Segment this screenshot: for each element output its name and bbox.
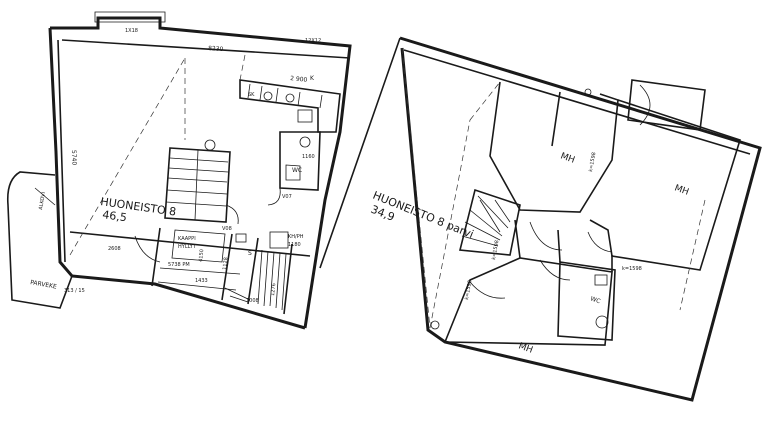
dim-1276: 1276 [270, 283, 277, 296]
dim-1160: 1160 [302, 154, 315, 160]
code-k1598-a: k=1598 [588, 152, 597, 173]
code-k1598-d: k=1598 [491, 240, 500, 261]
code-v07: V07 [282, 194, 292, 200]
dim-1433: 1433 [195, 278, 208, 284]
left-floor-plan [6, 11, 352, 330]
dim-4150: 4150 [198, 249, 205, 262]
right-plan-labels: HUONEISTO 8 parvi 34,9 MH MH MH WC k=159… [369, 151, 690, 355]
room-mh-2: MH [673, 183, 690, 197]
left-apartment-area: 46,5 [102, 208, 128, 224]
dim-1180: 1180 [288, 242, 301, 248]
label-kh: KH/PH [288, 234, 304, 240]
code-sk: SK [248, 92, 255, 98]
dim-1128: 1128 [222, 257, 229, 270]
label-hyllyt: HYLLYT [178, 244, 197, 250]
left-plan-labels: HUONEISTO 8 46,5 PARVEKE 8230 2 900 K 57… [30, 28, 322, 304]
right-label-wc: WC [589, 295, 601, 305]
code-313-15: 313 / 15 [64, 288, 85, 294]
label-kaappi: KAAPPI [178, 236, 196, 242]
label-wc: WC [292, 167, 302, 174]
dim-5738: 5738 PM [168, 262, 190, 268]
code-12x12: 12X12 [305, 38, 321, 44]
balcony-label: PARVEKE [30, 279, 58, 291]
dim-5740: 5740 [70, 150, 78, 166]
dim-2608: 2608 [108, 246, 121, 252]
code-v08: V08 [222, 226, 232, 232]
label-alkovi: ALKOVI [38, 192, 47, 211]
room-mh-3: MH [517, 341, 534, 355]
dim-8230: 8230 [208, 45, 224, 53]
label-k: K [310, 75, 315, 82]
code-k1598-b: k=1598 [622, 266, 642, 272]
dim-1008: 1008 [246, 298, 259, 304]
right-floor-plan [319, 36, 762, 402]
room-mh-1: MH [559, 151, 576, 165]
dim-2900: 2 900 [290, 75, 308, 84]
code-1x18: 1X18 [125, 28, 138, 34]
label-s: S [248, 250, 252, 257]
code-k1598-c: k=1598 [464, 280, 473, 301]
